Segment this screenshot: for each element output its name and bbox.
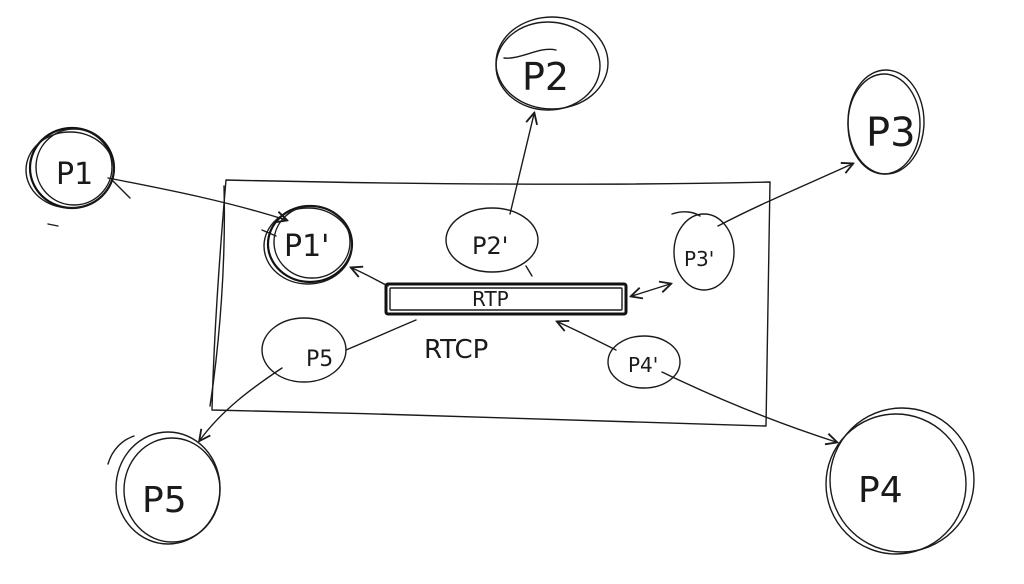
tick-mark (525, 265, 533, 277)
edge-rtp-p1inner (352, 268, 389, 287)
node-p3[interactable]: P3 (847, 69, 925, 175)
edge-p2inner-p2 (509, 114, 534, 215)
node-p1-inner[interactable]: P1' (263, 204, 354, 285)
edge-p5inner-p5 (200, 367, 283, 440)
node-p5-label: P5 (142, 480, 187, 521)
node-p4[interactable]: P4 (825, 407, 975, 555)
edge-p1-p1inner (107, 177, 286, 220)
rtp-bus[interactable]: RTP (384, 282, 628, 316)
node-p1[interactable]: P1 (25, 126, 131, 227)
node-p2-label: P2 (522, 55, 569, 99)
stray-mark (261, 229, 277, 237)
node-p1-inner-label: P1' (284, 229, 329, 264)
node-p4-inner-label: P4' (628, 353, 658, 377)
node-p4-inner[interactable]: P4' (607, 335, 681, 389)
node-p5-inner-label: P5 (306, 347, 333, 372)
node-p3-inner[interactable]: P3' (671, 211, 735, 291)
node-p3-label: P3 (866, 110, 916, 156)
node-p1-label: P1 (56, 157, 93, 192)
node-p2-inner-label: P2' (472, 232, 508, 260)
container-box-stroke (209, 185, 226, 407)
node-p5[interactable]: P5 (107, 431, 221, 545)
edge-p5inner-rtcp (345, 319, 417, 351)
edge-p4inner-p4 (661, 371, 836, 442)
node-p2-inner[interactable]: P2' (445, 207, 539, 273)
edge-p4inner-rtp (558, 322, 617, 351)
node-p5-inner[interactable]: P5 (261, 317, 347, 383)
container-box (211, 179, 771, 427)
edge-p3inner-p3 (717, 164, 852, 227)
node-p2[interactable]: P2 (495, 16, 609, 111)
node-p4-label: P4 (858, 470, 903, 511)
rtp-label: RTP (472, 287, 509, 311)
edge-rtp-p3inner (632, 284, 670, 296)
node-p3-inner-label: P3' (684, 247, 714, 271)
rtcp-label: RTCP (424, 335, 488, 365)
